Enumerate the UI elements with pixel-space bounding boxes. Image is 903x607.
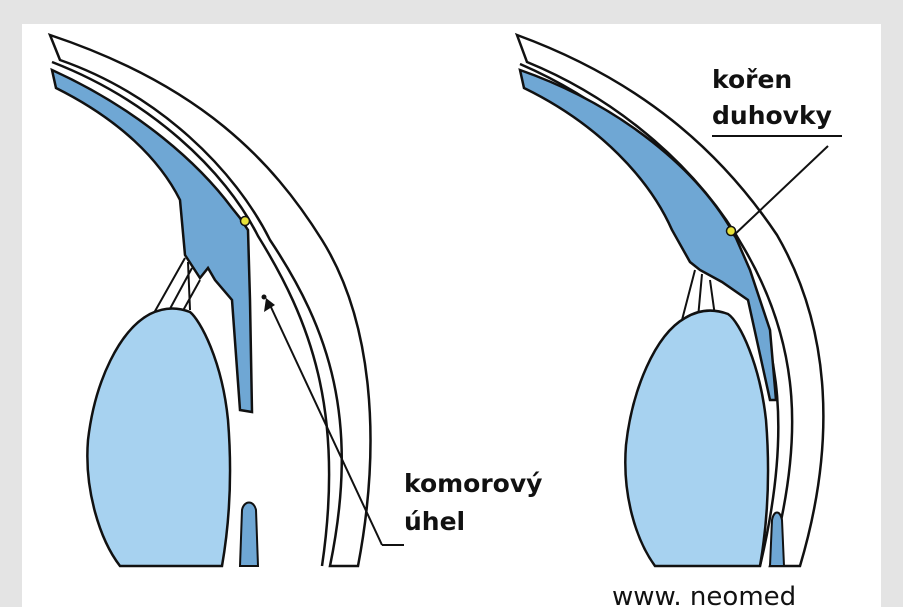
left-angle-dot xyxy=(262,295,267,300)
left-angle-marker xyxy=(241,217,250,226)
left-label-line1: komorový xyxy=(404,468,542,500)
source-watermark: www. neomed xyxy=(612,584,796,607)
left-label-line2: úhel xyxy=(404,506,465,538)
left-lens xyxy=(87,308,230,566)
right-lens xyxy=(625,311,768,566)
right-label-pointer xyxy=(733,146,828,236)
right-label-line1: kořen xyxy=(712,64,792,96)
left-lower-stub xyxy=(240,503,258,567)
right-label-line2: duhovky xyxy=(712,100,832,132)
right-lower-stub xyxy=(770,513,784,567)
left-panel xyxy=(50,35,404,566)
